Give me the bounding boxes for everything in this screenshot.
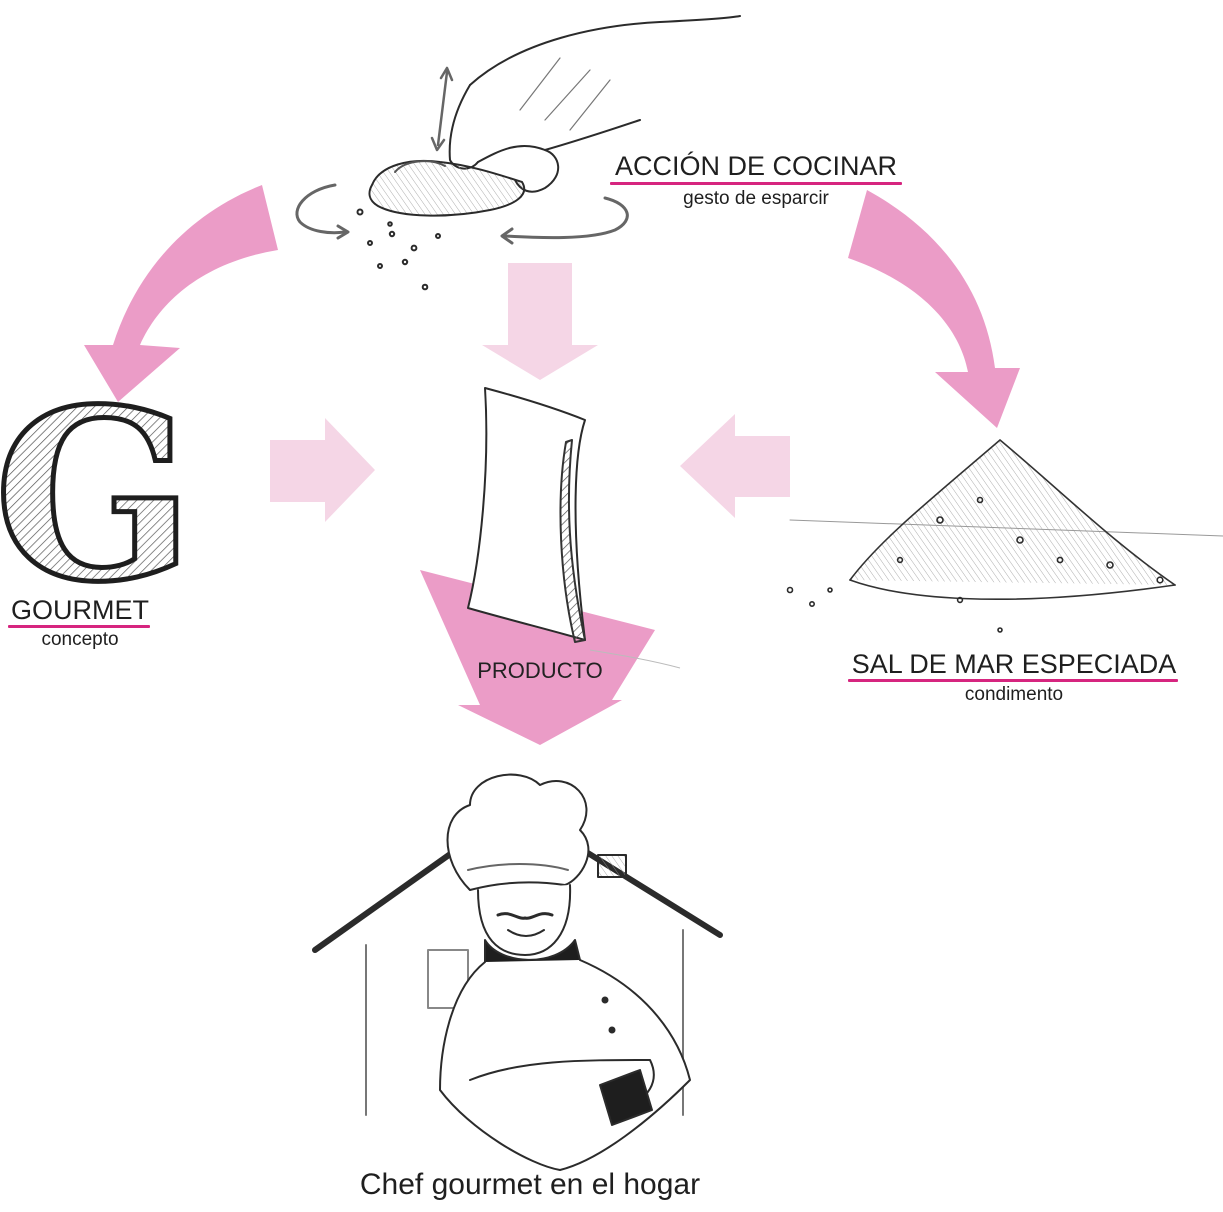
gourmet-underline <box>8 625 150 628</box>
salt-pile-icon <box>788 440 1223 632</box>
accion-subtitle: gesto de esparcir <box>609 188 903 210</box>
chef-house-icon <box>315 775 720 1170</box>
arrow-gourmet-to-producto <box>270 418 375 522</box>
letter-g-icon: G <box>0 358 194 634</box>
accion-underline <box>610 182 902 185</box>
svg-text:G: G <box>0 358 194 634</box>
gourmet-subtitle: concepto <box>6 629 154 651</box>
arrow-accion-to-sal <box>848 190 1020 428</box>
accion-title: ACCIÓN DE COCINAR <box>609 150 903 182</box>
gourmet-title: GOURMET <box>6 594 154 626</box>
arrow-accion-to-producto <box>482 263 598 380</box>
sal-underline <box>848 679 1178 682</box>
sal-title: SAL DE MAR ESPECIADA <box>846 648 1182 680</box>
chef-caption: Chef gourmet en el hogar <box>330 1168 730 1202</box>
arrow-sal-to-producto <box>680 414 790 518</box>
sal-subtitle: condimento <box>846 684 1182 706</box>
producto-title: PRODUCTO <box>460 658 620 684</box>
